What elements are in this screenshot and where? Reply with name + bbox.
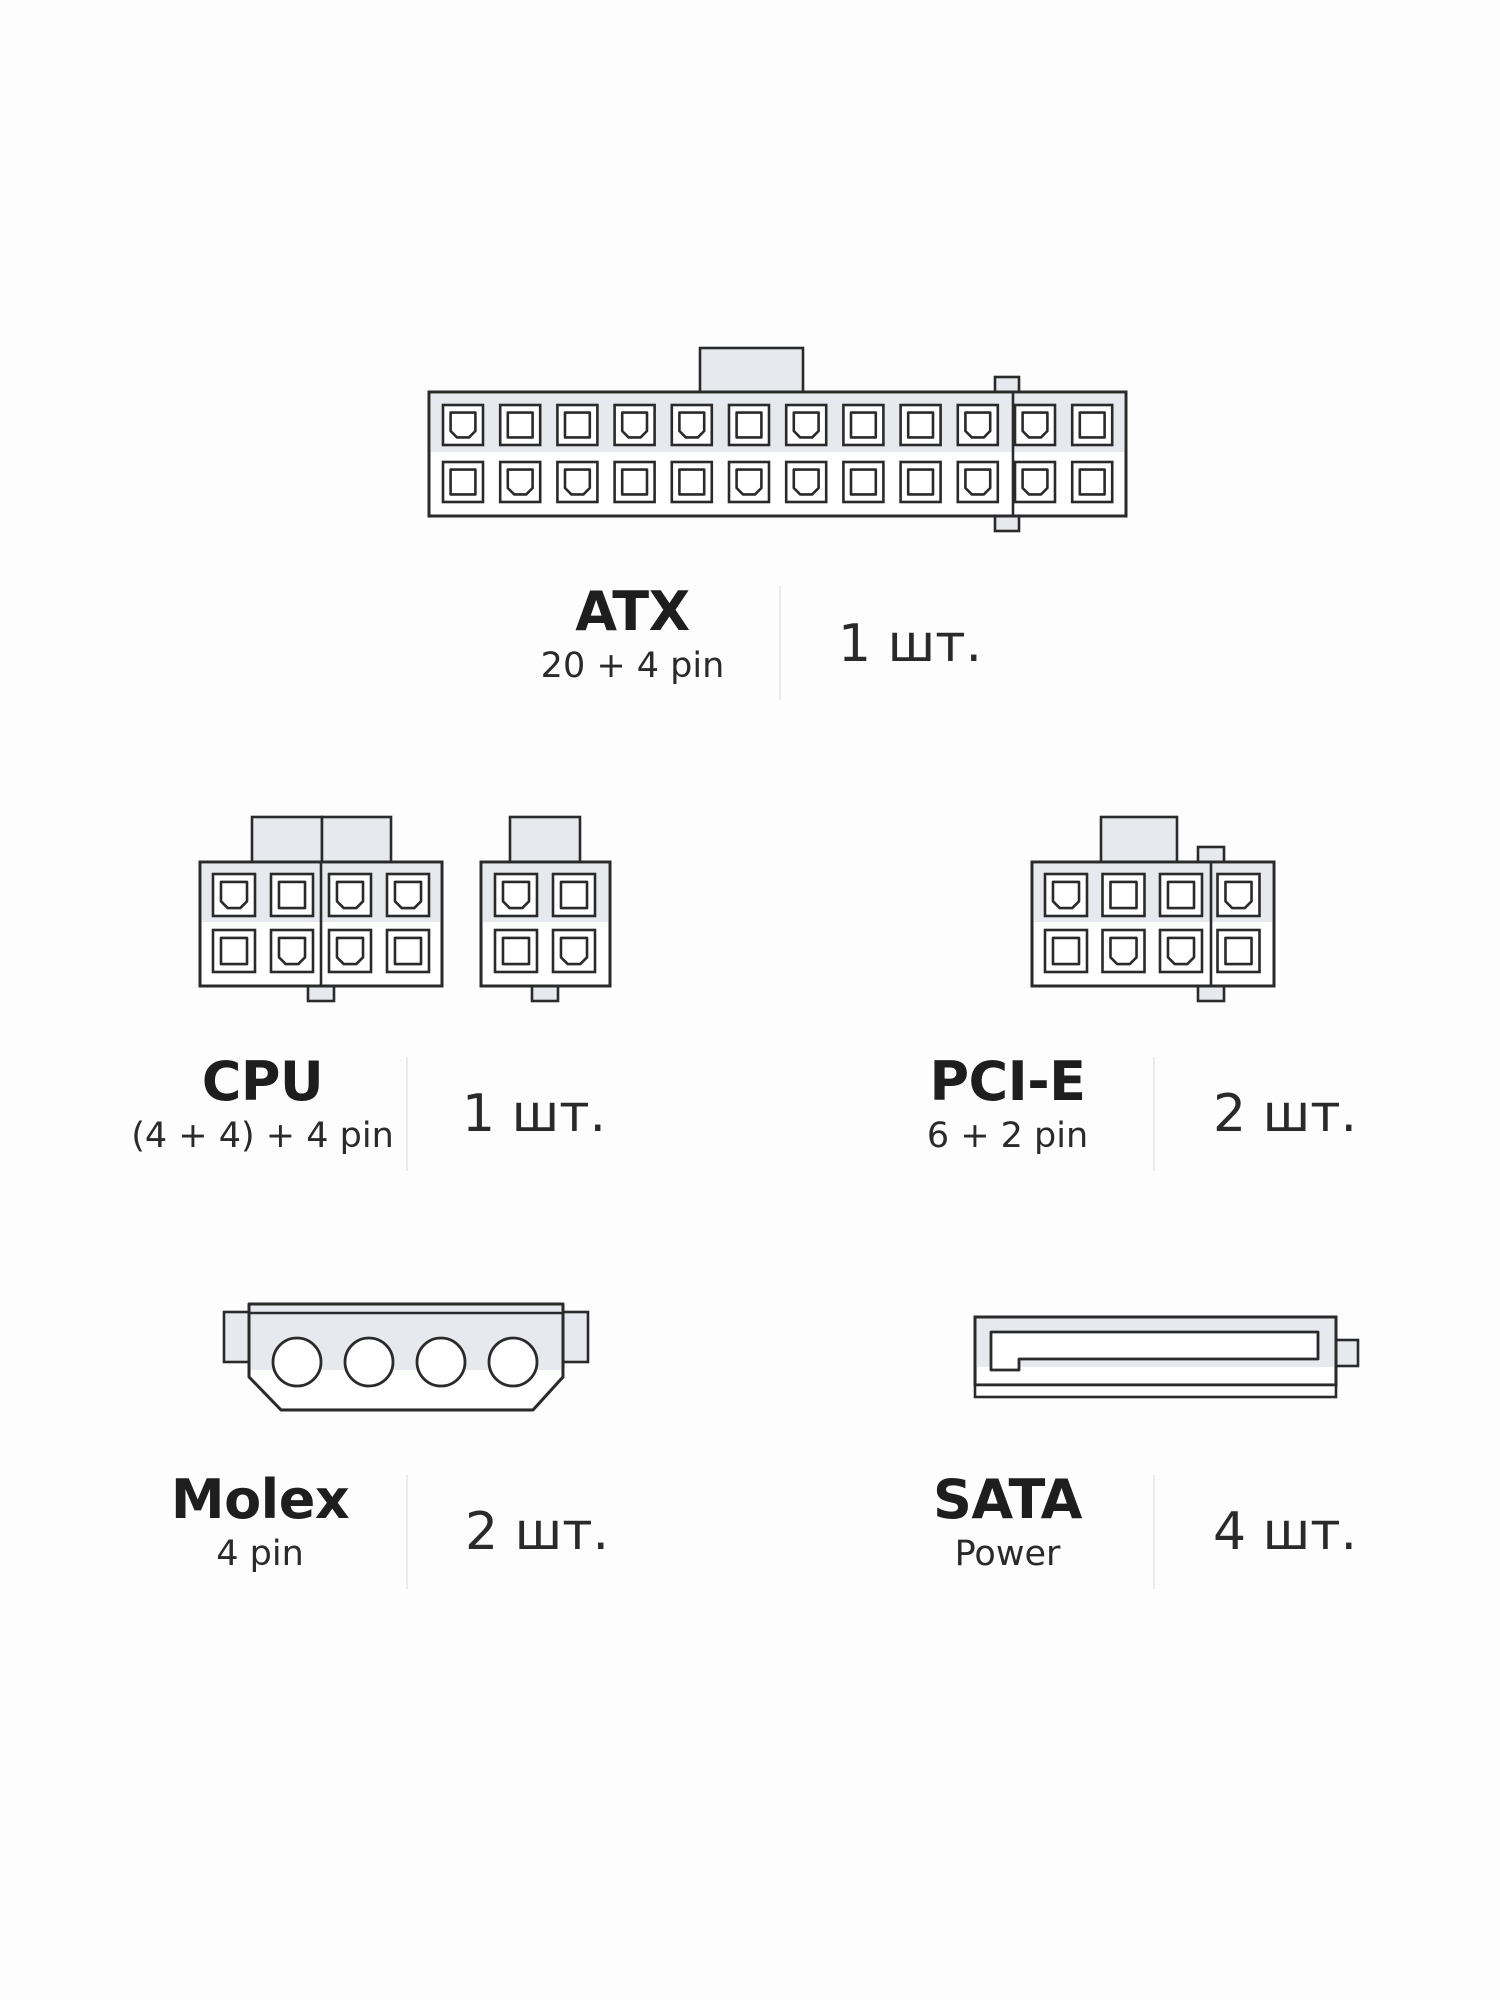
sata-count: 4 шт.	[1213, 1502, 1358, 1562]
atx-pin-top-5-socket	[735, 411, 763, 439]
cpu4-pin-bottom-0-socket	[501, 936, 531, 966]
cpu-count: 1 шт.	[462, 1084, 607, 1144]
atx-pin-bottom-8-socket	[906, 468, 935, 496]
atx-pin-bottom-10-socket	[1021, 468, 1049, 496]
cpu4-latch	[508, 815, 582, 865]
sata-divider	[1153, 1475, 1155, 1589]
cpu4-pin-bottom-1-socket	[559, 936, 589, 966]
atx-upper-band	[431, 394, 1124, 452]
molex-divider	[406, 1475, 408, 1589]
sata-label: SATA Power	[890, 1468, 1125, 1576]
molex-ear-left	[222, 1310, 251, 1364]
sata-l-slot	[989, 1330, 1320, 1372]
atx-pin-bottom-5-socket	[735, 468, 763, 496]
atx-pin-bottom-11-socket	[1078, 468, 1106, 496]
pcie-label: PCI-E 6 + 2 pin	[890, 1050, 1125, 1158]
atx-pin-top-4-socket	[678, 411, 706, 439]
pcie-pin-top-1-socket	[1109, 880, 1138, 910]
pcie-pin-top-3-socket	[1224, 880, 1253, 910]
pcie-title: PCI-E	[929, 1050, 1086, 1113]
atx-divider	[779, 586, 781, 700]
cpu8-pin-bottom-1-socket	[277, 936, 307, 966]
molex-pin-0	[271, 1336, 323, 1388]
atx-subtitle: 20 + 4 pin	[540, 646, 725, 686]
cpu8-pin-top-1-socket	[277, 880, 307, 910]
cpu8-pin-top-3-socket	[393, 880, 423, 910]
atx-label: ATX 20 + 4 pin	[500, 580, 765, 688]
pcie-pin-top-2-socket	[1166, 880, 1196, 910]
cpu8-pin-bottom-3-socket	[393, 936, 423, 966]
atx-pin-top-0-socket	[449, 411, 477, 439]
atx-pin-bottom-2-socket	[563, 468, 592, 496]
pcie-pin-bottom-3-socket	[1224, 936, 1253, 966]
atx-pin-top-8-socket	[906, 411, 935, 439]
molex-subtitle: 4 pin	[216, 1534, 304, 1574]
atx-pin-top-3-socket	[620, 411, 649, 439]
atx-24pin-connector-icon	[427, 346, 1128, 533]
atx-pin-top-1-socket	[506, 411, 534, 439]
atx-pin-bottom-4-socket	[678, 468, 706, 496]
atx-pin-top-2-socket	[563, 411, 592, 439]
cpu4-pin-top-0-socket	[501, 880, 531, 910]
molex-title: Molex	[170, 1468, 350, 1531]
atx-latch	[698, 346, 805, 395]
cpu8-pin-bottom-0-socket	[219, 936, 249, 966]
atx-pin-bottom-1-socket	[506, 468, 534, 496]
atx-pin-bottom-7-socket	[849, 468, 878, 496]
atx-pin-top-7-socket	[849, 411, 878, 439]
atx-count: 1 шт.	[838, 614, 983, 674]
sata-subtitle: Power	[954, 1534, 1061, 1574]
sata-title: SATA	[933, 1468, 1082, 1531]
cpu8-pin-bottom-2-socket	[335, 936, 365, 966]
sata-lower-band	[977, 1367, 1334, 1383]
atx-pin-bottom-0-socket	[449, 468, 477, 496]
atx-pin-bottom-6-socket	[792, 468, 820, 496]
pcie-divider	[1153, 1057, 1155, 1171]
molex-ear-right	[561, 1310, 590, 1364]
atx-title: ATX	[575, 580, 690, 643]
cpu8-latch-left	[250, 815, 324, 865]
cpu-title: CPU	[201, 1050, 324, 1113]
molex-lower-face	[251, 1370, 561, 1408]
cpu-subtitle: (4 + 4) + 4 pin	[131, 1116, 394, 1156]
cpu-4pin-connector-icon	[479, 815, 612, 1003]
pcie-pin-bottom-0-socket	[1051, 936, 1081, 966]
cpu8-pin-top-0-socket	[219, 880, 249, 910]
pcie-pin-top-0-socket	[1051, 880, 1081, 910]
sata-side-tab	[1334, 1338, 1360, 1368]
atx-pin-top-11-socket	[1078, 411, 1106, 439]
molex-connector-icon	[222, 1302, 590, 1412]
molex-pin-2	[415, 1336, 467, 1388]
molex-label: Molex 4 pin	[135, 1468, 385, 1576]
pcie-count: 2 шт.	[1213, 1084, 1358, 1144]
cpu8-pin-top-2-socket	[335, 880, 365, 910]
atx-pin-top-9-socket	[964, 411, 992, 439]
atx-pin-top-10-socket	[1021, 411, 1049, 439]
atx-pin-bottom-3-socket	[620, 468, 649, 496]
molex-pin-3	[487, 1336, 539, 1388]
atx-pin-bottom-9-socket	[964, 468, 992, 496]
pcie-6plus2-connector-icon	[1030, 815, 1276, 1003]
pcie-pin-bottom-2-socket	[1166, 936, 1196, 966]
sata-base	[973, 1383, 1338, 1399]
cpu8-latch-right	[320, 815, 393, 865]
atx-pin-top-6-socket	[792, 411, 820, 439]
molex-pin-1	[343, 1336, 395, 1388]
pcie-pin-bottom-1-socket	[1109, 936, 1138, 966]
pcie-subtitle: 6 + 2 pin	[926, 1116, 1089, 1156]
molex-count: 2 шт.	[465, 1502, 610, 1562]
cpu4-pin-top-1-socket	[559, 880, 589, 910]
pcie-latch	[1099, 815, 1179, 865]
cpu-label: CPU (4 + 4) + 4 pin	[125, 1050, 400, 1158]
cpu-divider	[406, 1057, 408, 1171]
cpu-4plus4-connector-icon	[198, 815, 444, 1003]
sata-power-connector-icon	[973, 1315, 1360, 1399]
